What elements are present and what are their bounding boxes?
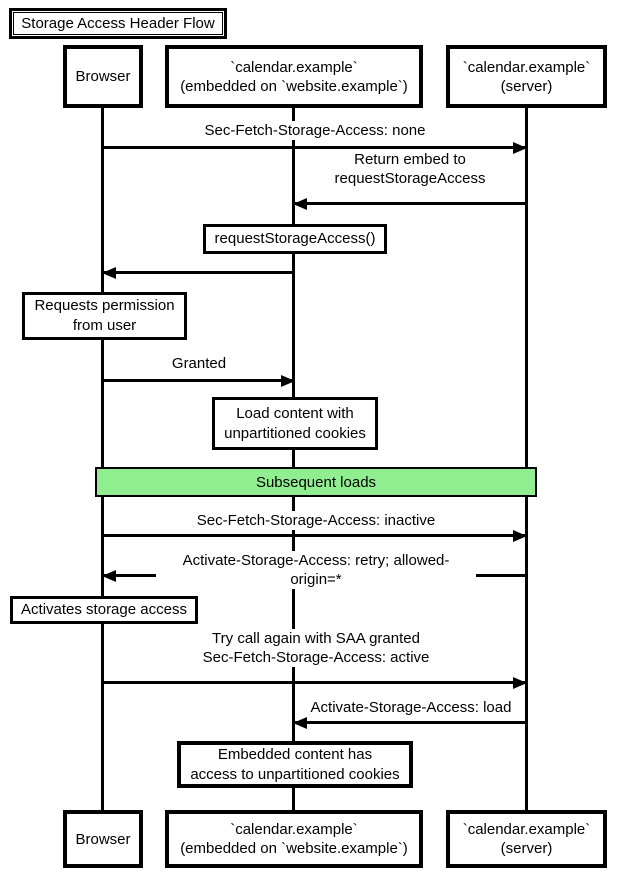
note-embedded-content: Embedded content has access to unpartiti… xyxy=(177,741,413,788)
diagram-title-box: Storage Access Header Flow xyxy=(9,8,227,39)
message-label-activate-load: Activate-Storage-Access: load xyxy=(307,698,515,717)
arrow-try-again xyxy=(103,681,526,684)
arrow-return-embed xyxy=(294,202,526,205)
diagram-title: Storage Access Header Flow xyxy=(13,12,223,35)
lifeline-embed xyxy=(292,106,295,812)
participant-server-top: `calendar.example` (server) xyxy=(446,45,607,108)
arrow-granted xyxy=(103,379,294,382)
message-label-sec-fetch-inactive: Sec-Fetch-Storage-Access: inactive xyxy=(193,511,439,530)
message-label-sec-fetch-none: Sec-Fetch-Storage-Access: none xyxy=(201,121,429,140)
lifeline-server xyxy=(525,106,528,812)
note-load-content: Load content with unpartitioned cookies xyxy=(212,397,378,450)
message-label-return-embed: Return embed to requestStorageAccess xyxy=(331,150,489,188)
message-label-granted: Granted xyxy=(168,354,230,373)
arrow-sec-fetch-inactive xyxy=(103,534,526,537)
participant-embed-top: `calendar.example` (embedded on `website… xyxy=(165,45,423,108)
arrow-sec-fetch-none xyxy=(103,146,526,149)
lifeline-browser xyxy=(101,106,104,812)
message-label-try-again: Try call again with SAA granted Sec-Fetc… xyxy=(199,629,433,667)
divider-subsequent-loads: Subsequent loads xyxy=(95,467,537,497)
participant-browser-bottom: Browser xyxy=(63,810,143,868)
participant-server-bottom: `calendar.example` (server) xyxy=(446,810,607,868)
participant-browser-top: Browser xyxy=(63,45,143,108)
arrow-activate-load xyxy=(294,721,526,724)
note-requests-permission: Requests permission from user xyxy=(22,292,187,340)
participant-embed-bottom: `calendar.example` (embedded on `website… xyxy=(165,810,423,868)
note-activates-storage: Activates storage access xyxy=(10,596,198,624)
arrow-embed-to-browser xyxy=(103,271,294,274)
message-label-activate-retry: Activate-Storage-Access: retry; allowed-… xyxy=(156,551,476,589)
note-request-storage-access: requestStorageAccess() xyxy=(203,224,387,254)
